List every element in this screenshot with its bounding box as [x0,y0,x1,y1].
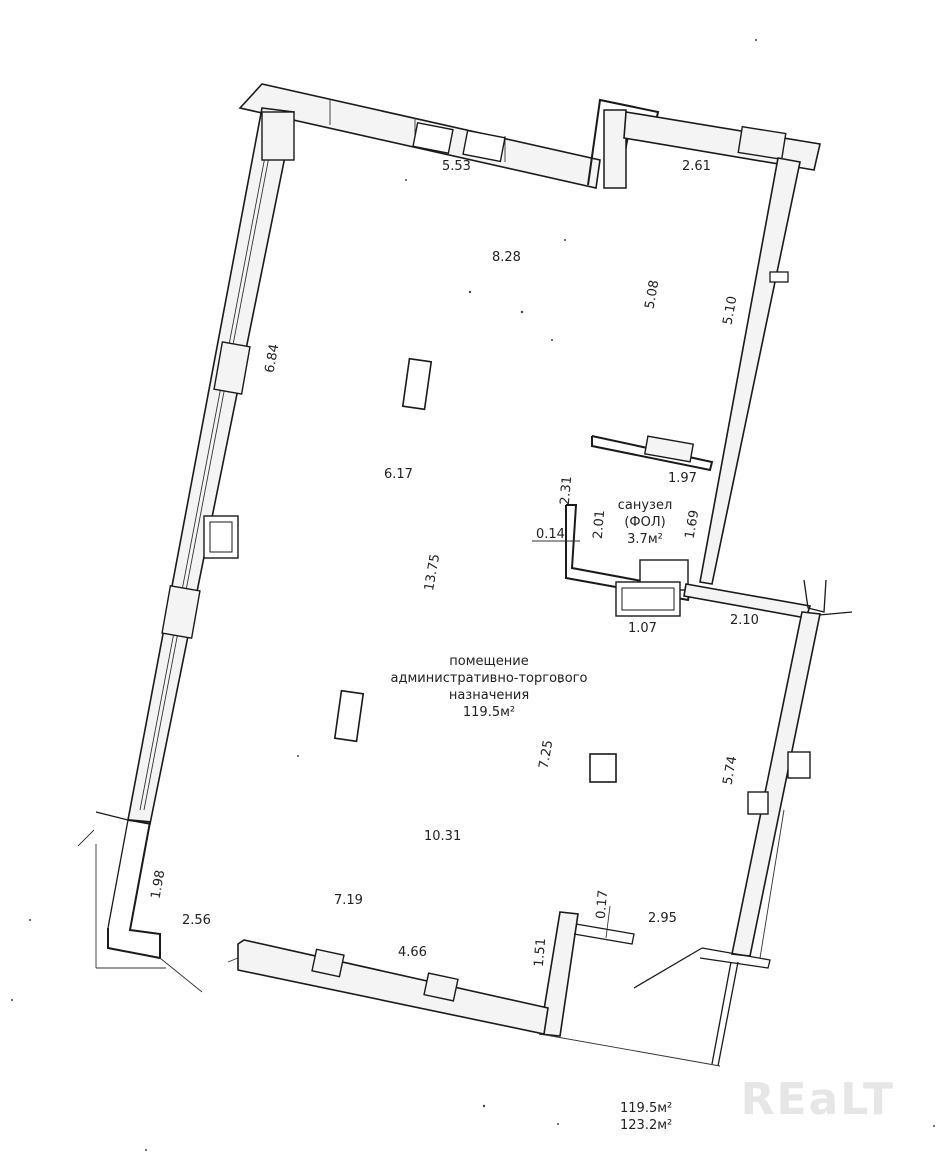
dim-bottom-right: 2.95 [648,911,677,926]
main-room-line2: административно-торгового [390,671,588,686]
wall-bottom-right-exit [633,947,771,1067]
wall-top-left [238,83,601,189]
wall-top-right [623,111,821,171]
dim-lower-width: 10.31 [424,829,462,844]
dim-pillar-height: 1.51 [531,937,550,968]
dim-wc-top: 1.97 [668,471,697,486]
main-room-line1: помещение [449,654,529,669]
wc-room-label: санузел (ФОЛ) 3.7м² [600,497,690,548]
area-main-total: 119.5м² [620,1101,673,1116]
main-room-label: помещение административно-торгового назн… [376,653,602,721]
wall-bottom [227,939,549,1035]
dim-middle-width: 6.17 [384,467,413,482]
watermark-logo: REaLT [740,1074,895,1125]
scan-dots [11,39,935,1151]
dim-upper-width: 8.28 [492,250,521,265]
dim-wc-offset: 0.14 [536,527,565,542]
area-totals: 119.5м² 123.2м² [620,1100,696,1134]
dim-wc-height-outer: 2.31 [557,475,576,506]
dim-top-right-wall: 2.61 [682,159,711,174]
area-overall-total: 123.2м² [620,1118,673,1133]
pillar-bottom [539,905,721,1067]
dim-pillar-small: 0.17 [593,889,612,920]
wall-step [683,579,853,619]
wall-bottom-left [77,811,203,993]
dim-bottom-left-width: 7.19 [334,893,363,908]
dim-wc-bottom: 1.07 [628,621,657,636]
main-room-area: 119.5м² [462,705,516,720]
wc-room-type: (ФОЛ) [624,515,666,530]
wc-room-area: 3.7м² [627,532,663,547]
wc-room-name: санузел [617,498,673,513]
dim-top-left-wall: 5.53 [442,159,471,174]
dim-bottom-wall: 4.66 [398,945,427,960]
wall-right-lower [731,611,821,959]
dim-step: 2.10 [730,613,759,628]
wall-left [127,107,295,825]
main-room-line3: назначения [448,688,530,703]
interior-columns [333,357,617,783]
wall-right-upper [699,157,801,585]
dim-corner-left: 2.56 [182,913,211,928]
